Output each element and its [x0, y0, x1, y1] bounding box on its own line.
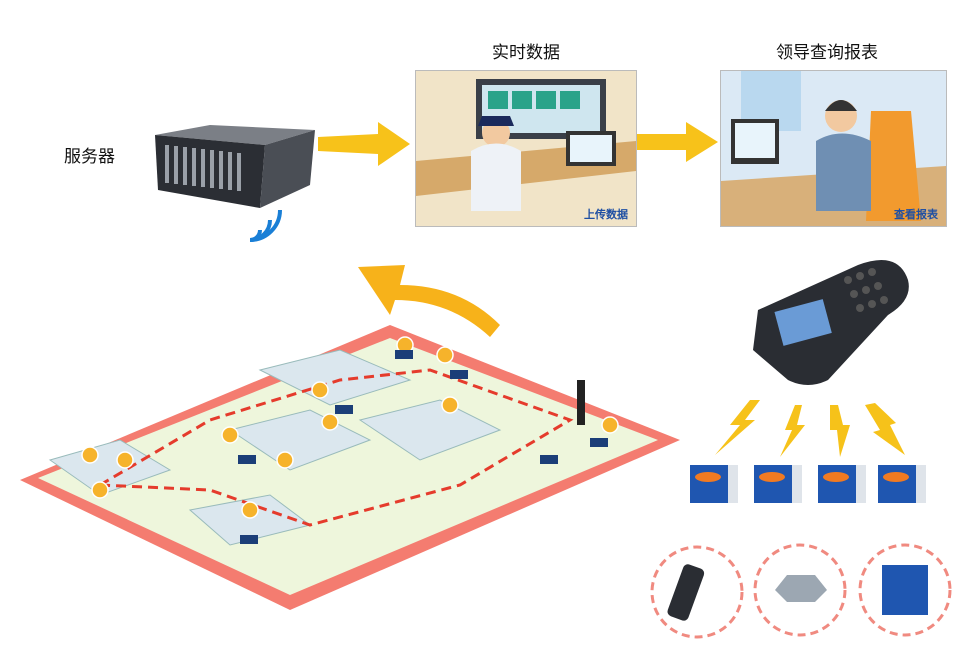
server-image: [155, 125, 315, 208]
wall-tag-icon: [882, 565, 928, 615]
realtime-data-label: 实时数据: [492, 43, 560, 63]
arrow-site-to-server: [358, 265, 500, 337]
handheld-reader-icon: [667, 564, 705, 621]
signal-lightning-icons: [715, 400, 905, 457]
wireless-signal-icon: [249, 209, 282, 242]
reader-base-icon: [775, 575, 827, 602]
guard-figure: [577, 380, 585, 425]
checkpoint-tags: [690, 465, 926, 503]
leader-office-illustration: [721, 71, 946, 226]
arrow-server-to-realtime: [318, 122, 410, 166]
arrow-realtime-to-leader: [636, 122, 718, 162]
server-label: 服务器: [64, 147, 115, 167]
view-report-caption: 查看报表: [894, 208, 938, 221]
leader-report-label: 领导查询报表: [776, 43, 878, 63]
control-room-illustration: [416, 79, 636, 211]
patrol-handheld-device: [753, 260, 909, 385]
upload-data-caption: 上传数据: [584, 208, 628, 221]
patrol-site-map: [20, 325, 680, 610]
device-options: [650, 543, 952, 639]
control-room-panel: 上传数据: [415, 70, 637, 227]
leader-office-panel: 查看报表: [720, 70, 947, 227]
